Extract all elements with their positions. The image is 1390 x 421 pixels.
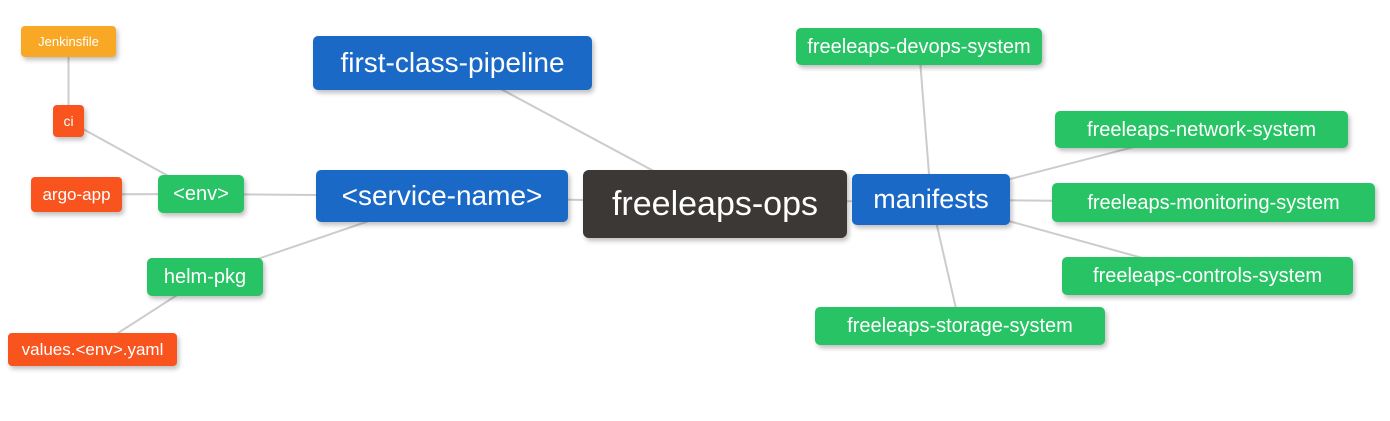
node-freeleaps-controls-system[interactable]: freeleaps-controls-system — [1062, 257, 1353, 295]
node-helm-pkg[interactable]: helm-pkg — [147, 258, 263, 296]
node-freeleaps-ops-root[interactable]: freeleaps-ops — [583, 170, 847, 238]
node-ci[interactable]: ci — [53, 105, 84, 137]
node-freeleaps-storage-system[interactable]: freeleaps-storage-system — [815, 307, 1105, 345]
node-values-env-yaml[interactable]: values.<env>.yaml — [8, 333, 177, 366]
node-freeleaps-monitoring-system[interactable]: freeleaps-monitoring-system — [1052, 183, 1375, 222]
node-argo-app[interactable]: argo-app — [31, 177, 122, 212]
node-manifests[interactable]: manifests — [852, 174, 1010, 225]
node-freeleaps-network-system[interactable]: freeleaps-network-system — [1055, 111, 1348, 148]
node-first-class-pipeline[interactable]: first-class-pipeline — [313, 36, 592, 90]
node-freeleaps-devops-system[interactable]: freeleaps-devops-system — [796, 28, 1042, 65]
node-env[interactable]: <env> — [158, 175, 244, 213]
node-service-name[interactable]: <service-name> — [316, 170, 568, 222]
node-jenkinsfile[interactable]: Jenkinsfile — [21, 26, 116, 57]
